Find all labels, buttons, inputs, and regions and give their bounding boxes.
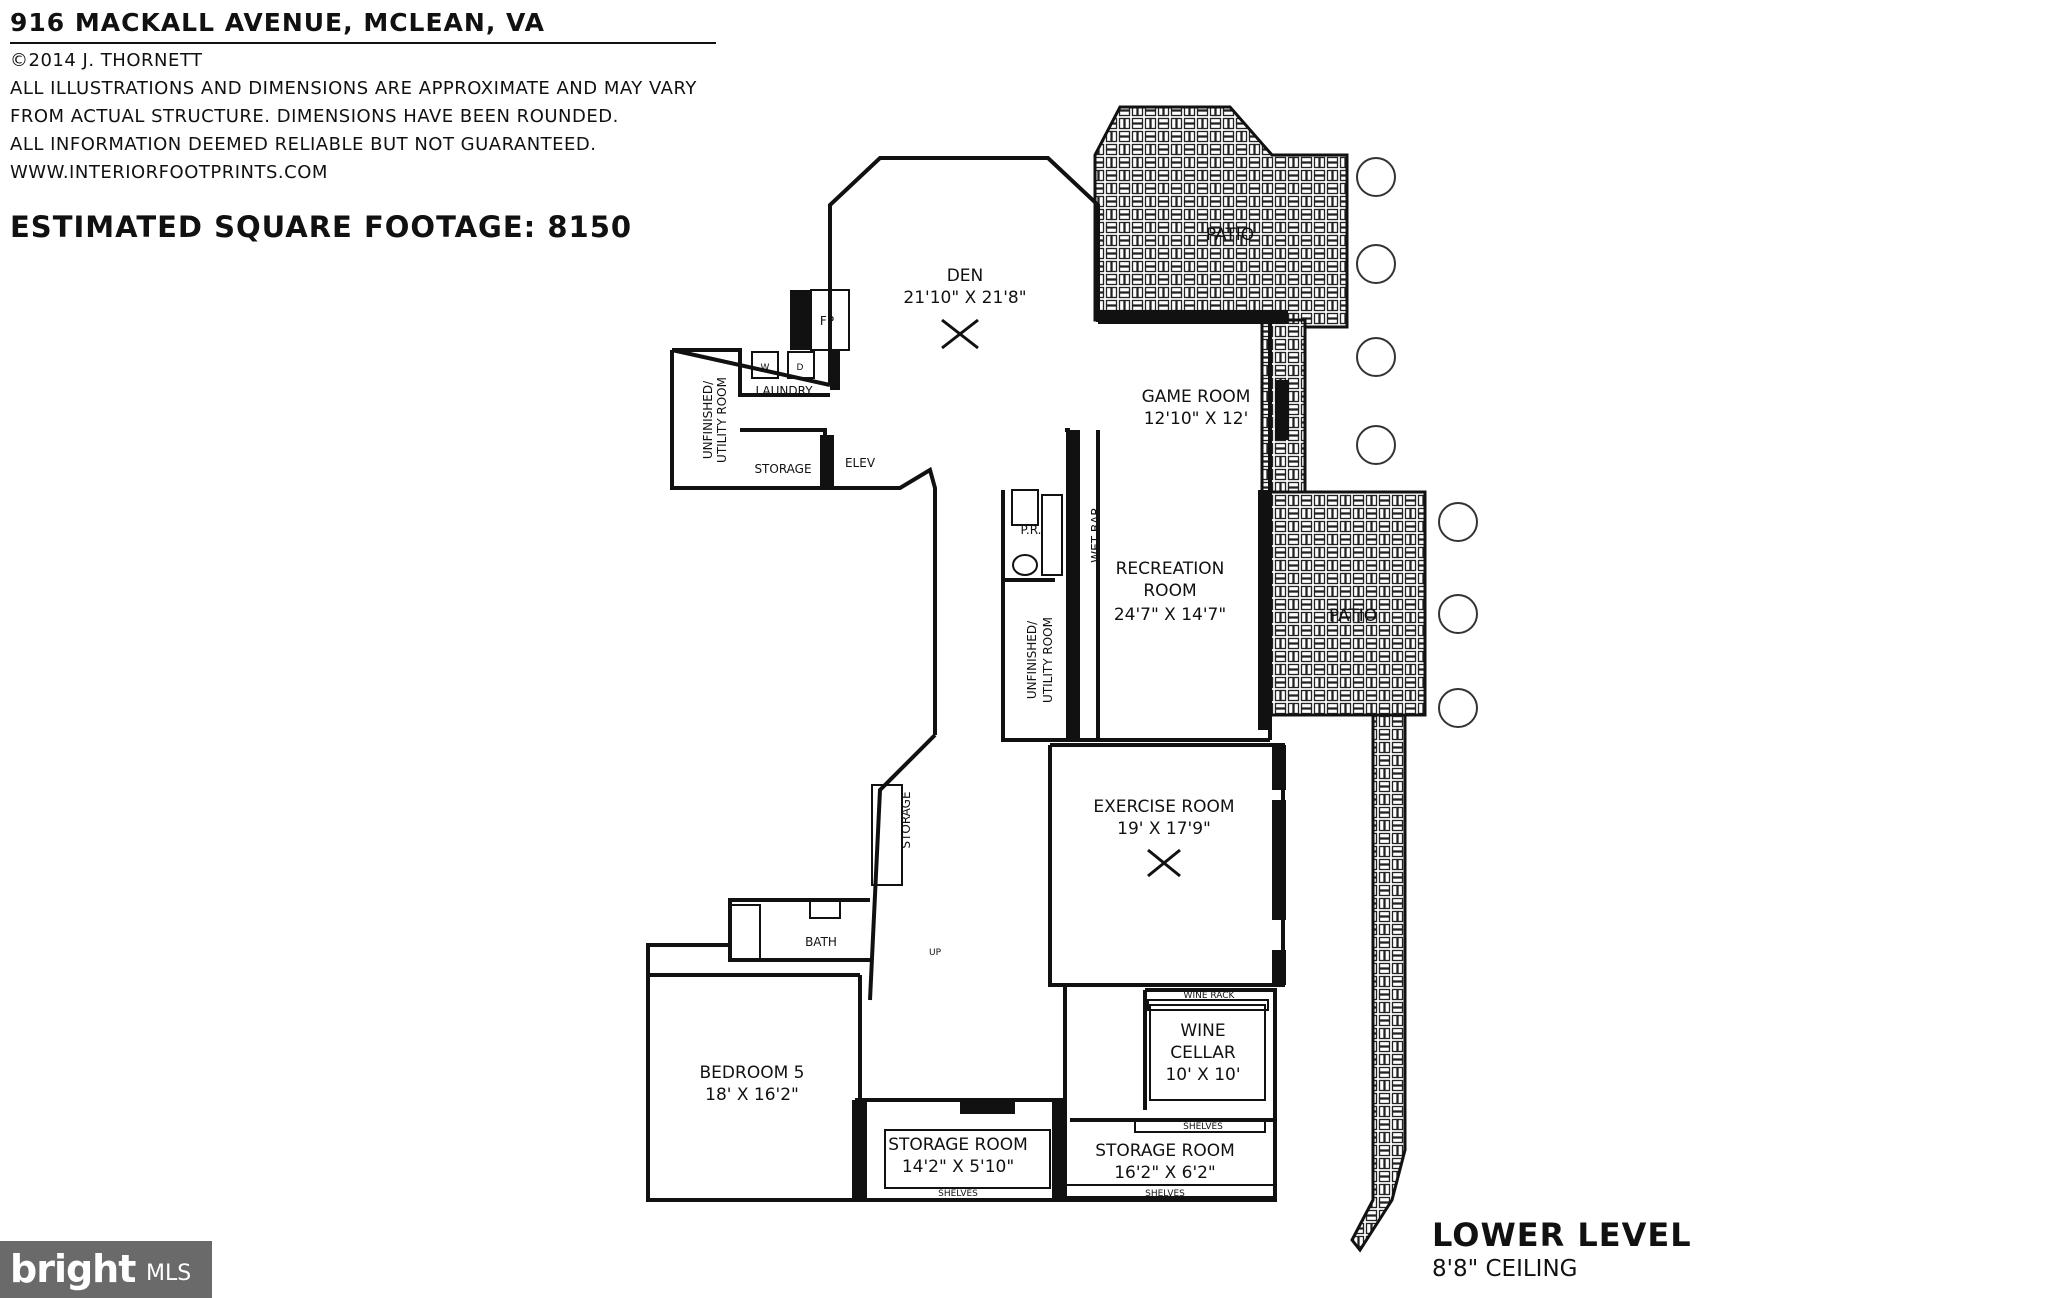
game-room-label: GAME ROOM [1142, 387, 1251, 407]
storage-room-1-label: STORAGE ROOM [888, 1135, 1028, 1155]
website-text: WWW.INTERIORFOOTPRINTS.COM [10, 162, 328, 183]
shelves-3-label: SHELVES [1145, 1189, 1185, 1199]
copyright-text: ©2014 J. THORNETT [10, 50, 203, 71]
wine-cellar-dims: 10' X 10' [1165, 1065, 1240, 1085]
storage-room-2-dims: 16'2" X 6'2" [1114, 1163, 1216, 1183]
powder-room-label: P.R. [1021, 523, 1042, 537]
game-room-dims: 12'10" X 12' [1144, 409, 1249, 429]
disclaimer-line-2: FROM ACTUAL STRUCTURE. DIMENSIONS HAVE B… [10, 106, 619, 127]
stairs-up-label: UP [929, 948, 942, 958]
patio-1-label: PATIO [1206, 225, 1254, 245]
storage-room-1-dims: 14'2" X 5'10" [902, 1157, 1014, 1177]
storage-room-2-label: STORAGE ROOM [1095, 1141, 1235, 1161]
bedroom5-dims: 18' X 16'2" [705, 1085, 799, 1105]
wine-cellar-line1: WINE [1180, 1021, 1225, 1041]
patio-2-label: PATIO [1329, 606, 1377, 626]
fireplace-label: FP [820, 314, 834, 328]
disclaimer-line-3: ALL INFORMATION DEEMED RELIABLE BUT NOT … [10, 134, 597, 155]
square-footage: ESTIMATED SQUARE FOOTAGE: 8150 [10, 210, 633, 244]
logo-suffix: MLS [146, 1261, 192, 1286]
laundry-label: LAUNDRY [755, 384, 813, 398]
bright-mls-logo: bright MLS [0, 1241, 212, 1298]
bedroom5-label: BEDROOM 5 [700, 1063, 805, 1083]
thick-walls [790, 290, 1289, 1200]
wine-small-label: WINE [1067, 536, 1077, 560]
wet-bar-label: WET BAR [1089, 507, 1103, 562]
bath-label: BATH [805, 935, 837, 949]
utility-room-1-line2: UTILITY ROOM [715, 377, 729, 463]
utility-room-1-line1: UNFINISHED/ [701, 380, 715, 459]
patio-upper [1093, 105, 1349, 337]
den-dims: 21'10" X 21'8" [903, 288, 1026, 308]
recreation-dims: 24'7" X 14'7" [1114, 605, 1226, 625]
ceiling-height: 8'8" CEILING [1432, 1256, 1578, 1282]
wine-rack-label: WINE RACK [1184, 991, 1236, 1001]
tree-icons [1356, 157, 1478, 728]
washer-label: W [761, 363, 770, 373]
stair-storage-label: STORAGE [899, 791, 913, 848]
header-rule [10, 42, 716, 44]
level-label: LOWER LEVEL [1432, 1216, 1692, 1254]
exercise-room-label: EXERCISE ROOM [1093, 797, 1234, 817]
utility-room-2-line1: UNFINISHED/ [1025, 620, 1039, 699]
patio-lower [1260, 490, 1427, 717]
elevator-label: ELEV [845, 456, 876, 470]
property-address: 916 MACKALL AVENUE, MCLEAN, VA [10, 8, 546, 37]
recreation-line2: ROOM [1143, 581, 1196, 601]
storage-1-label: STORAGE [754, 462, 811, 476]
wine-cellar-line2: CELLAR [1170, 1043, 1236, 1063]
dryer-label: D [797, 363, 804, 373]
logo-brand: bright [10, 1247, 136, 1291]
shelves-1-label: SHELVES [1183, 1122, 1223, 1132]
exercise-room-dims: 19' X 17'9" [1117, 819, 1211, 839]
ceiling-fan-icons [941, 318, 1181, 878]
disclaimer-line-1: ALL ILLUSTRATIONS AND DIMENSIONS ARE APP… [10, 78, 697, 99]
den-label: DEN [947, 266, 984, 286]
shelves-2-label: SHELVES [938, 1189, 978, 1199]
recreation-line1: RECREATION [1116, 559, 1225, 579]
fixtures [729, 289, 1276, 1198]
utility-room-2-line2: UTILITY ROOM [1041, 617, 1055, 703]
